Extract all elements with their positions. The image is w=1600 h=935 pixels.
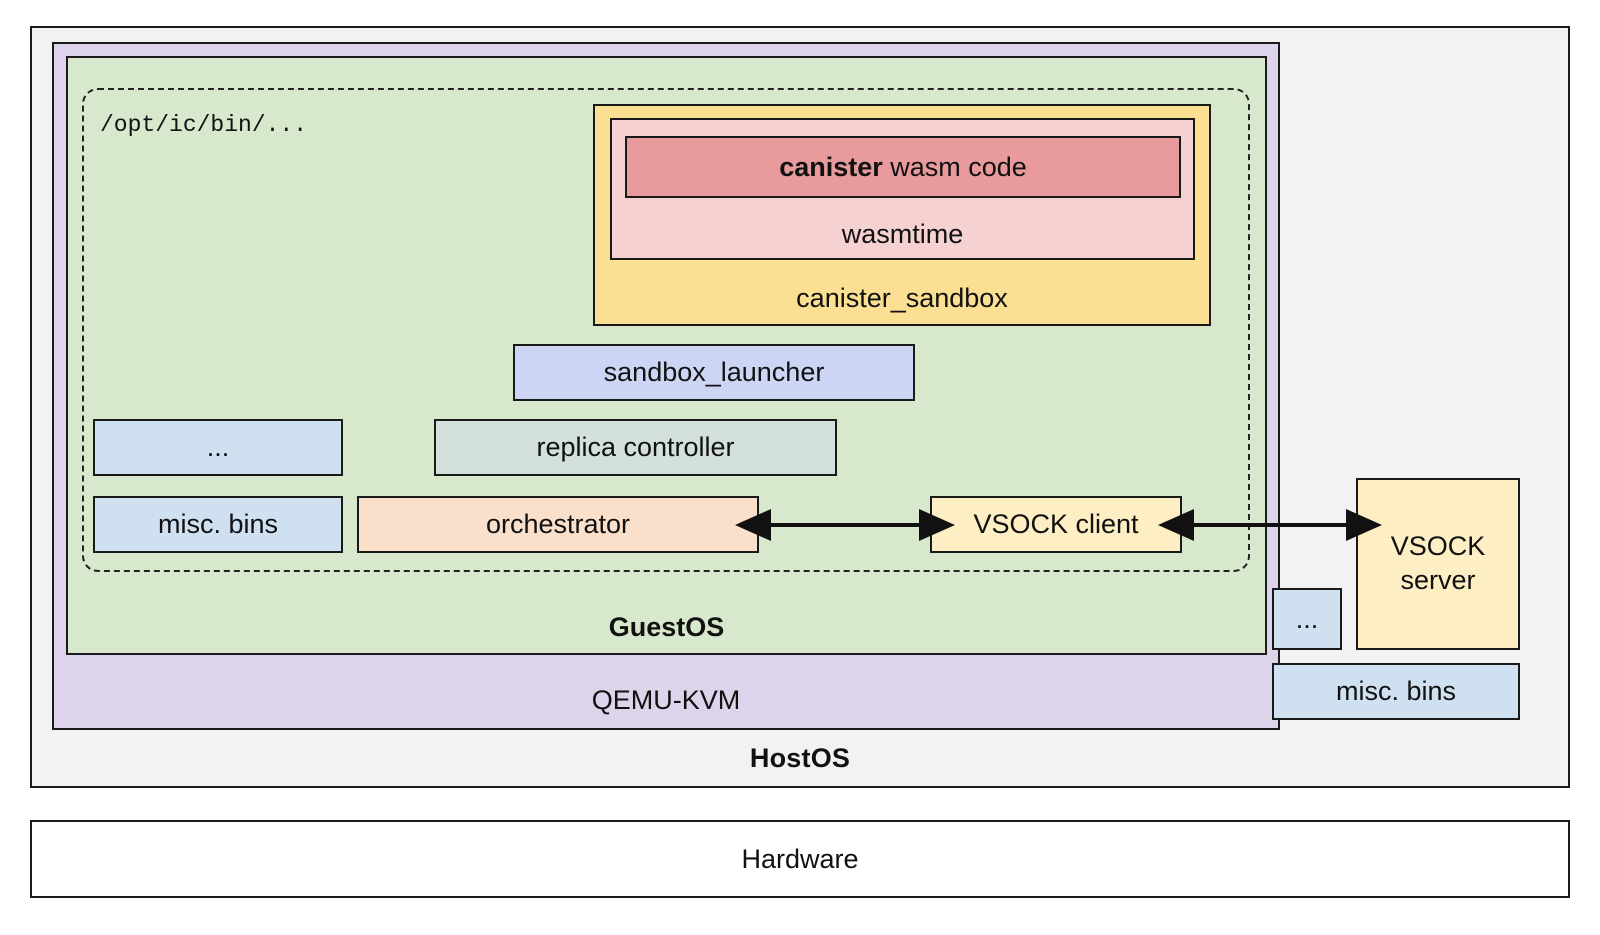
- orchestrator-label: orchestrator: [485, 509, 631, 540]
- arrow-vsock-client-to-vsock-server: [1158, 509, 1382, 541]
- guest-misc-bins-label: misc. bins: [157, 509, 279, 540]
- canister-wasm-code-label: canister wasm code: [779, 151, 1027, 183]
- arrow-orchestrator-to-vsock-client: [735, 509, 955, 541]
- vsock-server-label-line2: server: [1400, 565, 1476, 595]
- wasmtime-label: wasmtime: [841, 218, 964, 249]
- opt-ic-bin-group: [82, 88, 1250, 572]
- guestos-label: GuestOS: [608, 611, 725, 642]
- canister-sandbox-label: canister_sandbox: [796, 282, 1008, 313]
- sandbox-launcher-label: sandbox_launcher: [603, 357, 825, 388]
- canister-wasm-code-rest: wasm code: [882, 151, 1027, 182]
- guest-ellipsis-box: ...: [93, 419, 343, 476]
- replica-controller-label: replica controller: [536, 432, 735, 463]
- hostos-label: HostOS: [749, 742, 851, 773]
- hardware-layer: Hardware: [30, 820, 1570, 898]
- hardware-label: Hardware: [741, 843, 859, 874]
- host-ellipsis-box: ...: [1272, 588, 1342, 650]
- orchestrator-box: orchestrator: [357, 496, 759, 553]
- host-misc-bins-box: misc. bins: [1272, 663, 1520, 720]
- canister-emphasis: canister: [779, 151, 883, 182]
- vsock-server-label-line1: VSOCK: [1390, 531, 1486, 562]
- guest-misc-bins-box: misc. bins: [93, 496, 343, 553]
- sandbox-launcher-box: sandbox_launcher: [513, 344, 915, 401]
- canister-wasm-code-box: canister wasm code: [625, 136, 1181, 198]
- host-misc-bins-label: misc. bins: [1335, 676, 1457, 707]
- vsock-client-box: VSOCK client: [930, 496, 1182, 553]
- vsock-client-label: VSOCK client: [973, 509, 1139, 540]
- vsock-server-box: VSOCK server: [1356, 478, 1520, 650]
- qemu-kvm-label: QEMU-KVM: [591, 684, 741, 715]
- replica-controller-box: replica controller: [434, 419, 837, 476]
- opt-ic-bin-path-label: /opt/ic/bin/...: [100, 112, 308, 138]
- host-ellipsis-label: ...: [1295, 603, 1319, 634]
- guest-ellipsis-label: ...: [206, 432, 230, 463]
